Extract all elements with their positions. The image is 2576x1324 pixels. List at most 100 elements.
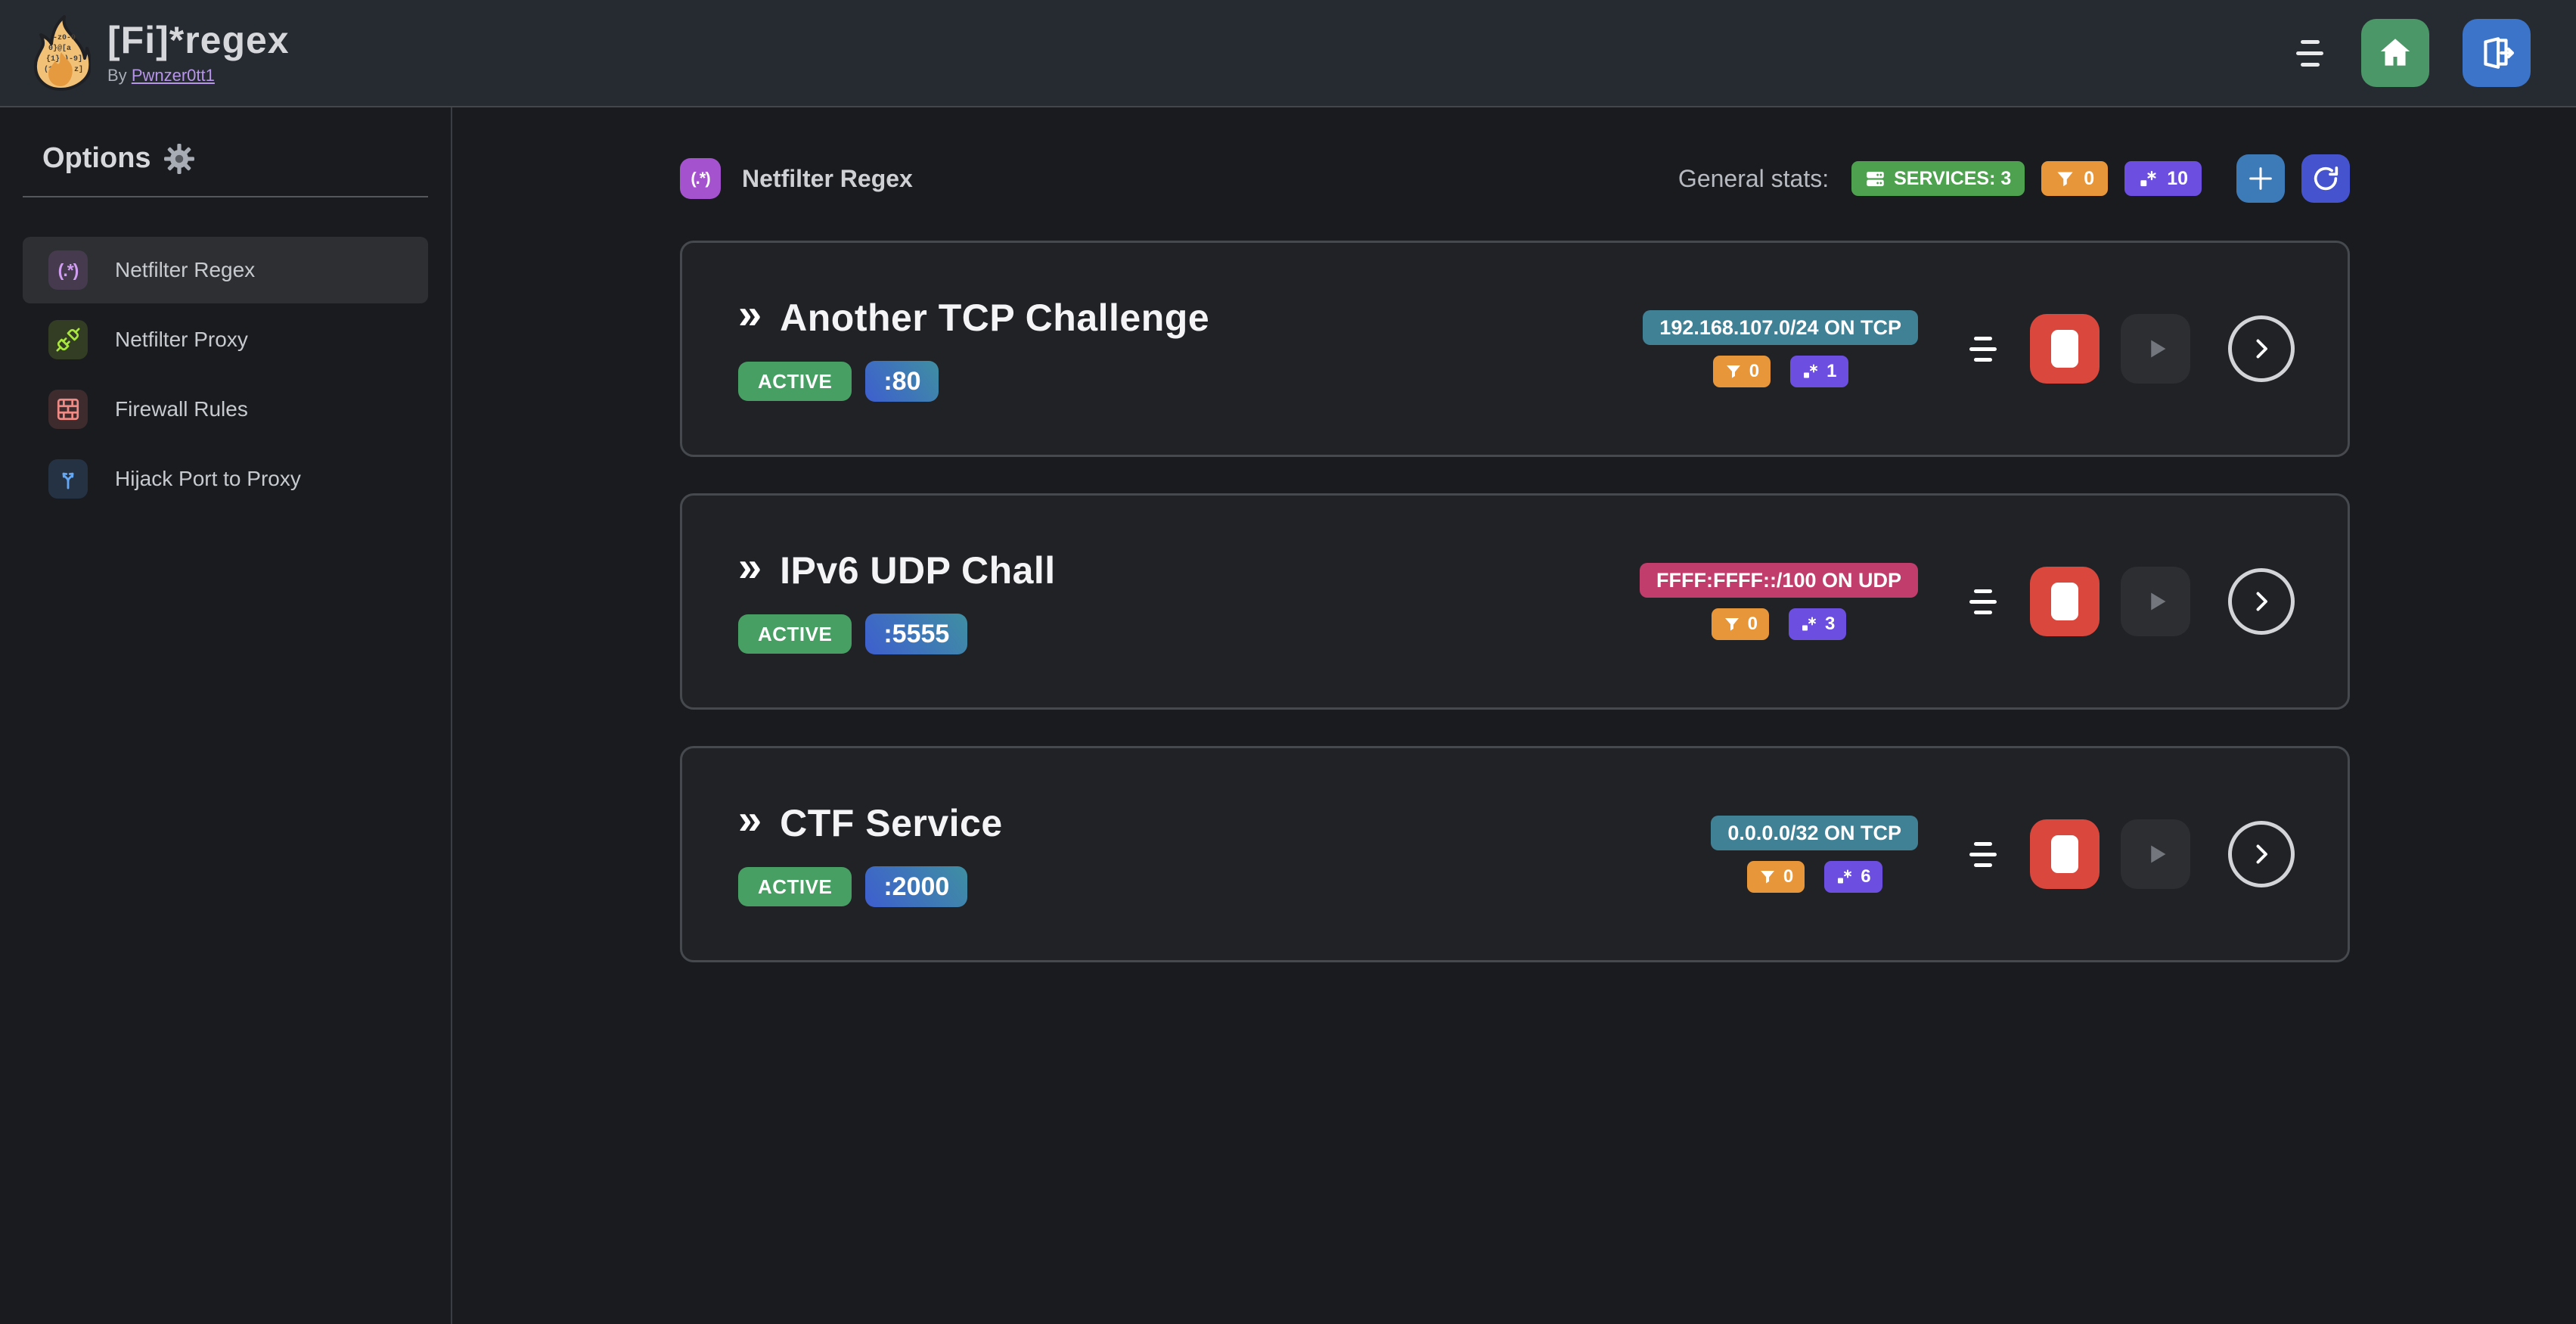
regex-glyph-icon [1802, 617, 1816, 631]
double-chevron-icon: » [738, 542, 762, 590]
filter-count-badge: 0 [1712, 356, 1771, 387]
stop-button[interactable] [2030, 819, 2100, 889]
refresh-button[interactable] [2301, 154, 2350, 203]
sidebar-item-netfilter-proxy[interactable]: Netfilter Proxy [23, 306, 428, 373]
split-arrows-icon [48, 459, 88, 499]
regex-icon: (.*) [48, 250, 88, 290]
card-menu-icon[interactable] [1966, 839, 2000, 870]
main-area: (.*) Netfilter Regex General stats: SERV… [454, 107, 2576, 1324]
options-heading-label: Options [42, 142, 151, 174]
card-menu-icon[interactable] [1966, 334, 2000, 365]
filter-count-label: 0 [1747, 614, 1758, 634]
regex-count-label: 1 [1826, 361, 1837, 381]
regex-count-label: 3 [1825, 614, 1836, 634]
play-button[interactable] [2121, 819, 2190, 889]
filter-count-badge: 0 [1711, 608, 1769, 640]
open-service-button[interactable] [2228, 568, 2295, 635]
sidebar-item-firewall-rules[interactable]: Firewall Rules [23, 376, 428, 443]
play-button[interactable] [2121, 567, 2190, 636]
filters-count-label: 0 [2084, 167, 2095, 189]
port-badge: :5555 [865, 614, 968, 654]
add-service-button[interactable] [2236, 154, 2285, 203]
play-icon [2151, 592, 2166, 611]
cidr-badge: FFFF:FFFF::/100 ON UDP [1640, 563, 1918, 598]
funnel-icon [1726, 365, 1740, 378]
sidebar-item-label: Netfilter Regex [115, 258, 256, 281]
status-badge: ACTIVE [738, 362, 852, 401]
general-stats: General stats: SERVICES: 3 0 [1678, 154, 2350, 203]
plug-icon [48, 320, 88, 359]
service-card: » Another TCP Challenge ACTIVE :80 192.1… [680, 241, 2350, 457]
sidebar-item-netfilter-regex[interactable]: (.*) Netfilter Regex [23, 237, 428, 303]
regex-section-icon: (.*) [680, 158, 721, 199]
status-badge: ACTIVE [738, 614, 852, 654]
funnel-icon [1724, 618, 1739, 631]
open-service-button[interactable] [2228, 315, 2295, 382]
regex-glyph-icon [1838, 869, 1852, 884]
regex-count-badge: 6 [1824, 861, 1882, 893]
stats-label: General stats: [1678, 164, 1830, 192]
byline: By Pwnzer0tt1 [107, 66, 290, 85]
card-menu-icon[interactable] [1966, 586, 2000, 617]
menu-icon[interactable] [2292, 36, 2328, 71]
regex-count-label: 10 [2167, 167, 2188, 189]
funnel-icon [1760, 871, 1774, 884]
services-count-badge: SERVICES: 3 [1851, 161, 2025, 196]
regex-count-badge: 3 [1789, 608, 1847, 640]
filter-count-badge: 0 [1746, 861, 1805, 893]
server-icon [1867, 171, 1884, 186]
author-link[interactable]: Pwnzer0tt1 [131, 65, 215, 85]
cidr-badge: 0.0.0.0/32 ON TCP [1711, 816, 1918, 850]
brick-wall-icon [48, 390, 88, 429]
status-badge: ACTIVE [738, 867, 852, 906]
plus-icon [2249, 167, 2272, 190]
regex-count-badge: 1 [1790, 356, 1848, 387]
double-chevron-icon: » [738, 290, 762, 337]
refresh-icon [2314, 166, 2339, 191]
cidr-badge: 192.168.107.0/24 ON TCP [1643, 310, 1918, 345]
home-button[interactable] [2361, 19, 2429, 87]
stop-icon [2051, 583, 2078, 620]
service-name: Another TCP Challenge [780, 297, 1210, 339]
stop-button[interactable] [2030, 567, 2100, 636]
sidebar-item-label: Firewall Rules [115, 397, 248, 421]
chevron-right-icon [2256, 339, 2267, 359]
funnel-icon [2057, 172, 2073, 186]
logout-button[interactable] [2463, 19, 2531, 87]
byline-prefix: By [107, 65, 127, 85]
open-service-button[interactable] [2228, 821, 2295, 887]
services-count-label: SERVICES: 3 [1894, 167, 2012, 189]
logout-icon [2484, 37, 2514, 69]
filter-count-label: 0 [1783, 866, 1794, 887]
regex-count-label: 6 [1861, 866, 1871, 887]
logo-regex-fragment: 0}@[a [48, 44, 71, 53]
app-title: [Fi]*regex [107, 19, 290, 62]
sidebar-nav: (.*) Netfilter Regex Netfilter Proxy [23, 237, 428, 512]
options-divider [23, 196, 428, 197]
chevron-right-icon [2256, 592, 2267, 611]
regex-glyph-icon [2140, 170, 2156, 186]
regex-count-badge: 10 [2124, 161, 2202, 196]
play-icon [2151, 845, 2166, 863]
double-chevron-icon: » [738, 795, 762, 843]
filters-count-badge: 0 [2041, 161, 2109, 196]
regex-glyph-icon [1804, 364, 1818, 378]
service-name: CTF Service [780, 802, 1003, 844]
service-name: IPv6 UDP Chall [780, 549, 1056, 592]
sidebar-item-hijack-port[interactable]: Hijack Port to Proxy [23, 446, 428, 512]
stop-icon [2051, 835, 2078, 873]
flame-logo-icon: -z0-9 0}@[a {1}[)-9] (1 z] [33, 15, 91, 91]
gear-icon [163, 143, 194, 174]
stop-button[interactable] [2030, 314, 2100, 384]
filter-count-label: 0 [1749, 361, 1760, 381]
sidebar: Options (.*) Netfilter Regex [0, 107, 452, 1324]
logo-regex-fragment: -z0-9 [53, 34, 76, 42]
sidebar-item-label: Hijack Port to Proxy [115, 467, 301, 490]
play-button[interactable] [2121, 314, 2190, 384]
home-icon [2380, 39, 2410, 66]
main-header: (.*) Netfilter Regex General stats: SERV… [680, 154, 2350, 203]
page-title: Netfilter Regex [742, 164, 913, 192]
app-header: -z0-9 0}@[a {1}[)-9] (1 z] [Fi]*regex By… [0, 0, 2576, 107]
play-icon [2151, 340, 2166, 358]
port-badge: :80 [865, 361, 939, 402]
